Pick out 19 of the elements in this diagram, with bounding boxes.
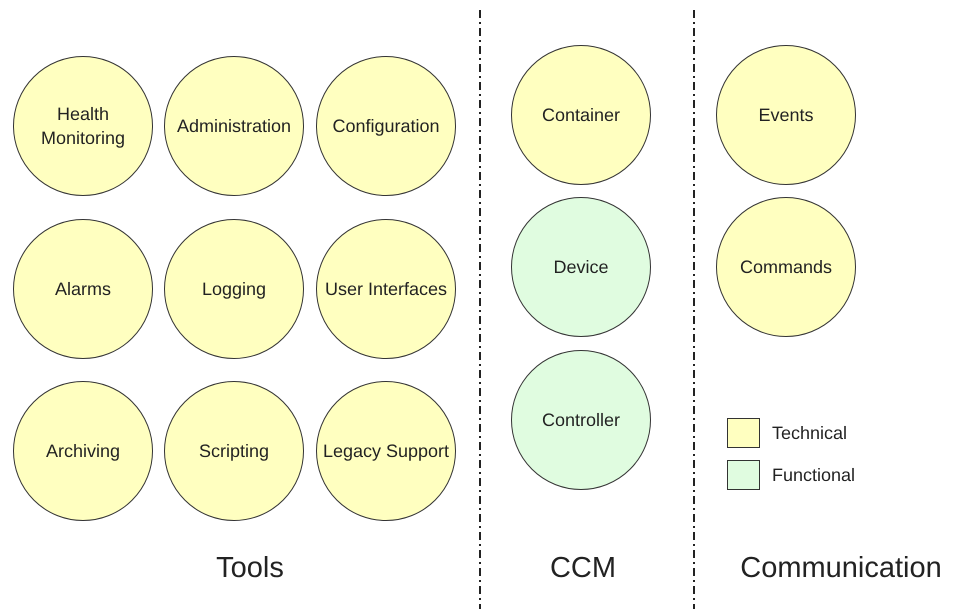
circle-label: Scripting — [198, 440, 270, 463]
circle-label: Commands — [740, 256, 832, 279]
circle-label: Configuration — [332, 115, 440, 138]
circle-label: Archiving — [46, 440, 120, 463]
circle-label: Controller — [542, 409, 620, 432]
legend-label: Technical — [772, 422, 848, 444]
circle-label: Alarms — [54, 278, 111, 301]
circle-label: Logging — [202, 278, 266, 301]
circle-label: Events — [758, 104, 814, 127]
circle-label: Health Monitoring — [40, 103, 126, 150]
column-heading: CCM — [550, 551, 616, 586]
legend-label: Functional — [772, 464, 856, 486]
circle-label: Container — [542, 104, 620, 127]
circle-label: Device — [553, 256, 609, 279]
circle-label: Administration — [176, 115, 292, 138]
circle-label: User Interfaces — [324, 278, 448, 301]
circle-label: Legacy Support — [322, 440, 450, 463]
column-heading: Communication — [740, 551, 942, 586]
column-heading: Tools — [216, 551, 284, 586]
